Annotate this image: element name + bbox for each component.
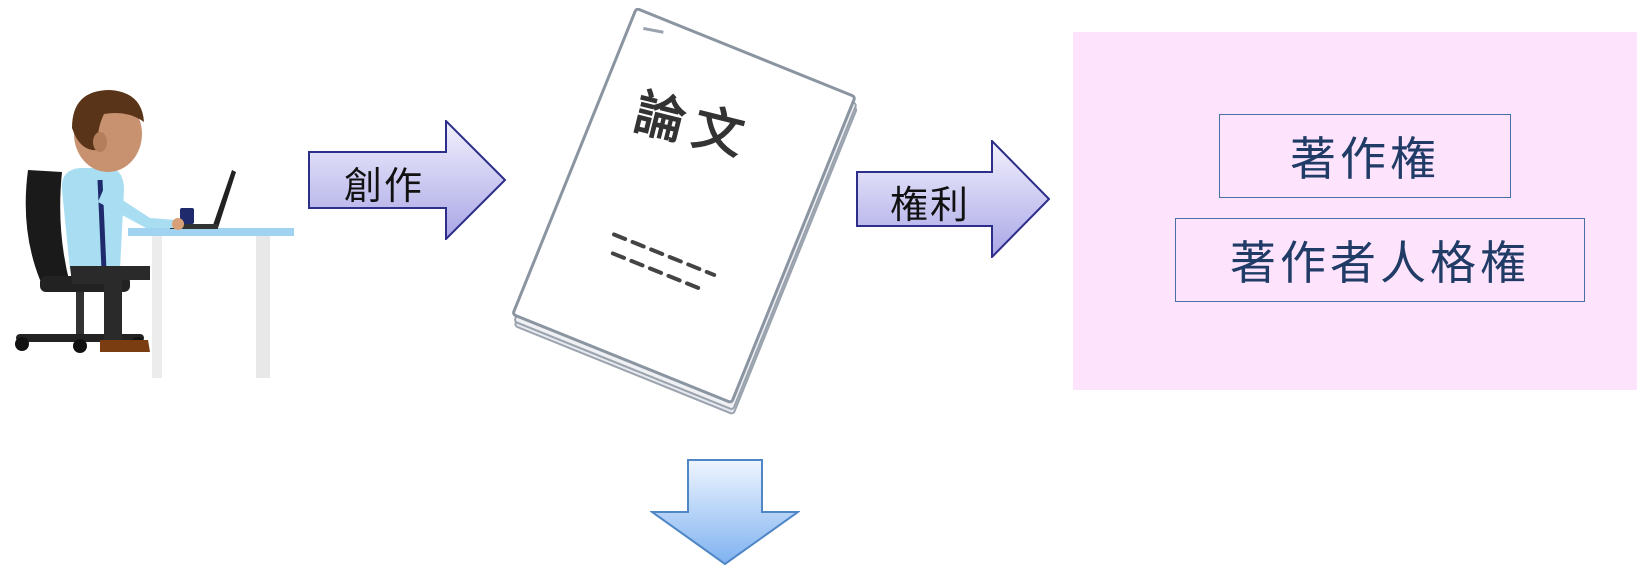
- person-at-desk-illustration: [15, 90, 294, 378]
- cup-icon: [180, 208, 194, 224]
- create-arrow: 創作: [308, 118, 508, 242]
- document-icon: [512, 7, 858, 415]
- moral-rights-box: 著作者人格権: [1175, 218, 1585, 302]
- rights-label: 権利: [890, 183, 971, 227]
- person-hair: [72, 90, 144, 151]
- person-shoe: [100, 340, 150, 352]
- paper-document: 論文: [495, 7, 865, 428]
- person-legs: [70, 266, 150, 342]
- right-arrow-icon: [856, 138, 1051, 260]
- right-arrow-icon: [308, 118, 507, 242]
- desk-leg: [256, 236, 270, 378]
- desk-leg: [152, 236, 162, 378]
- laptop-icon: [212, 170, 236, 228]
- desk-top: [128, 228, 294, 236]
- person-shirt: [61, 168, 124, 270]
- rights-arrow: 権利: [856, 138, 1052, 260]
- down-arrow-icon: [650, 459, 800, 566]
- create-label: 創作: [344, 164, 425, 208]
- rights-panel: 著作権 著作者人格権: [1073, 32, 1637, 390]
- chair-back: [25, 170, 70, 284]
- copyright-box: 著作権: [1219, 114, 1511, 198]
